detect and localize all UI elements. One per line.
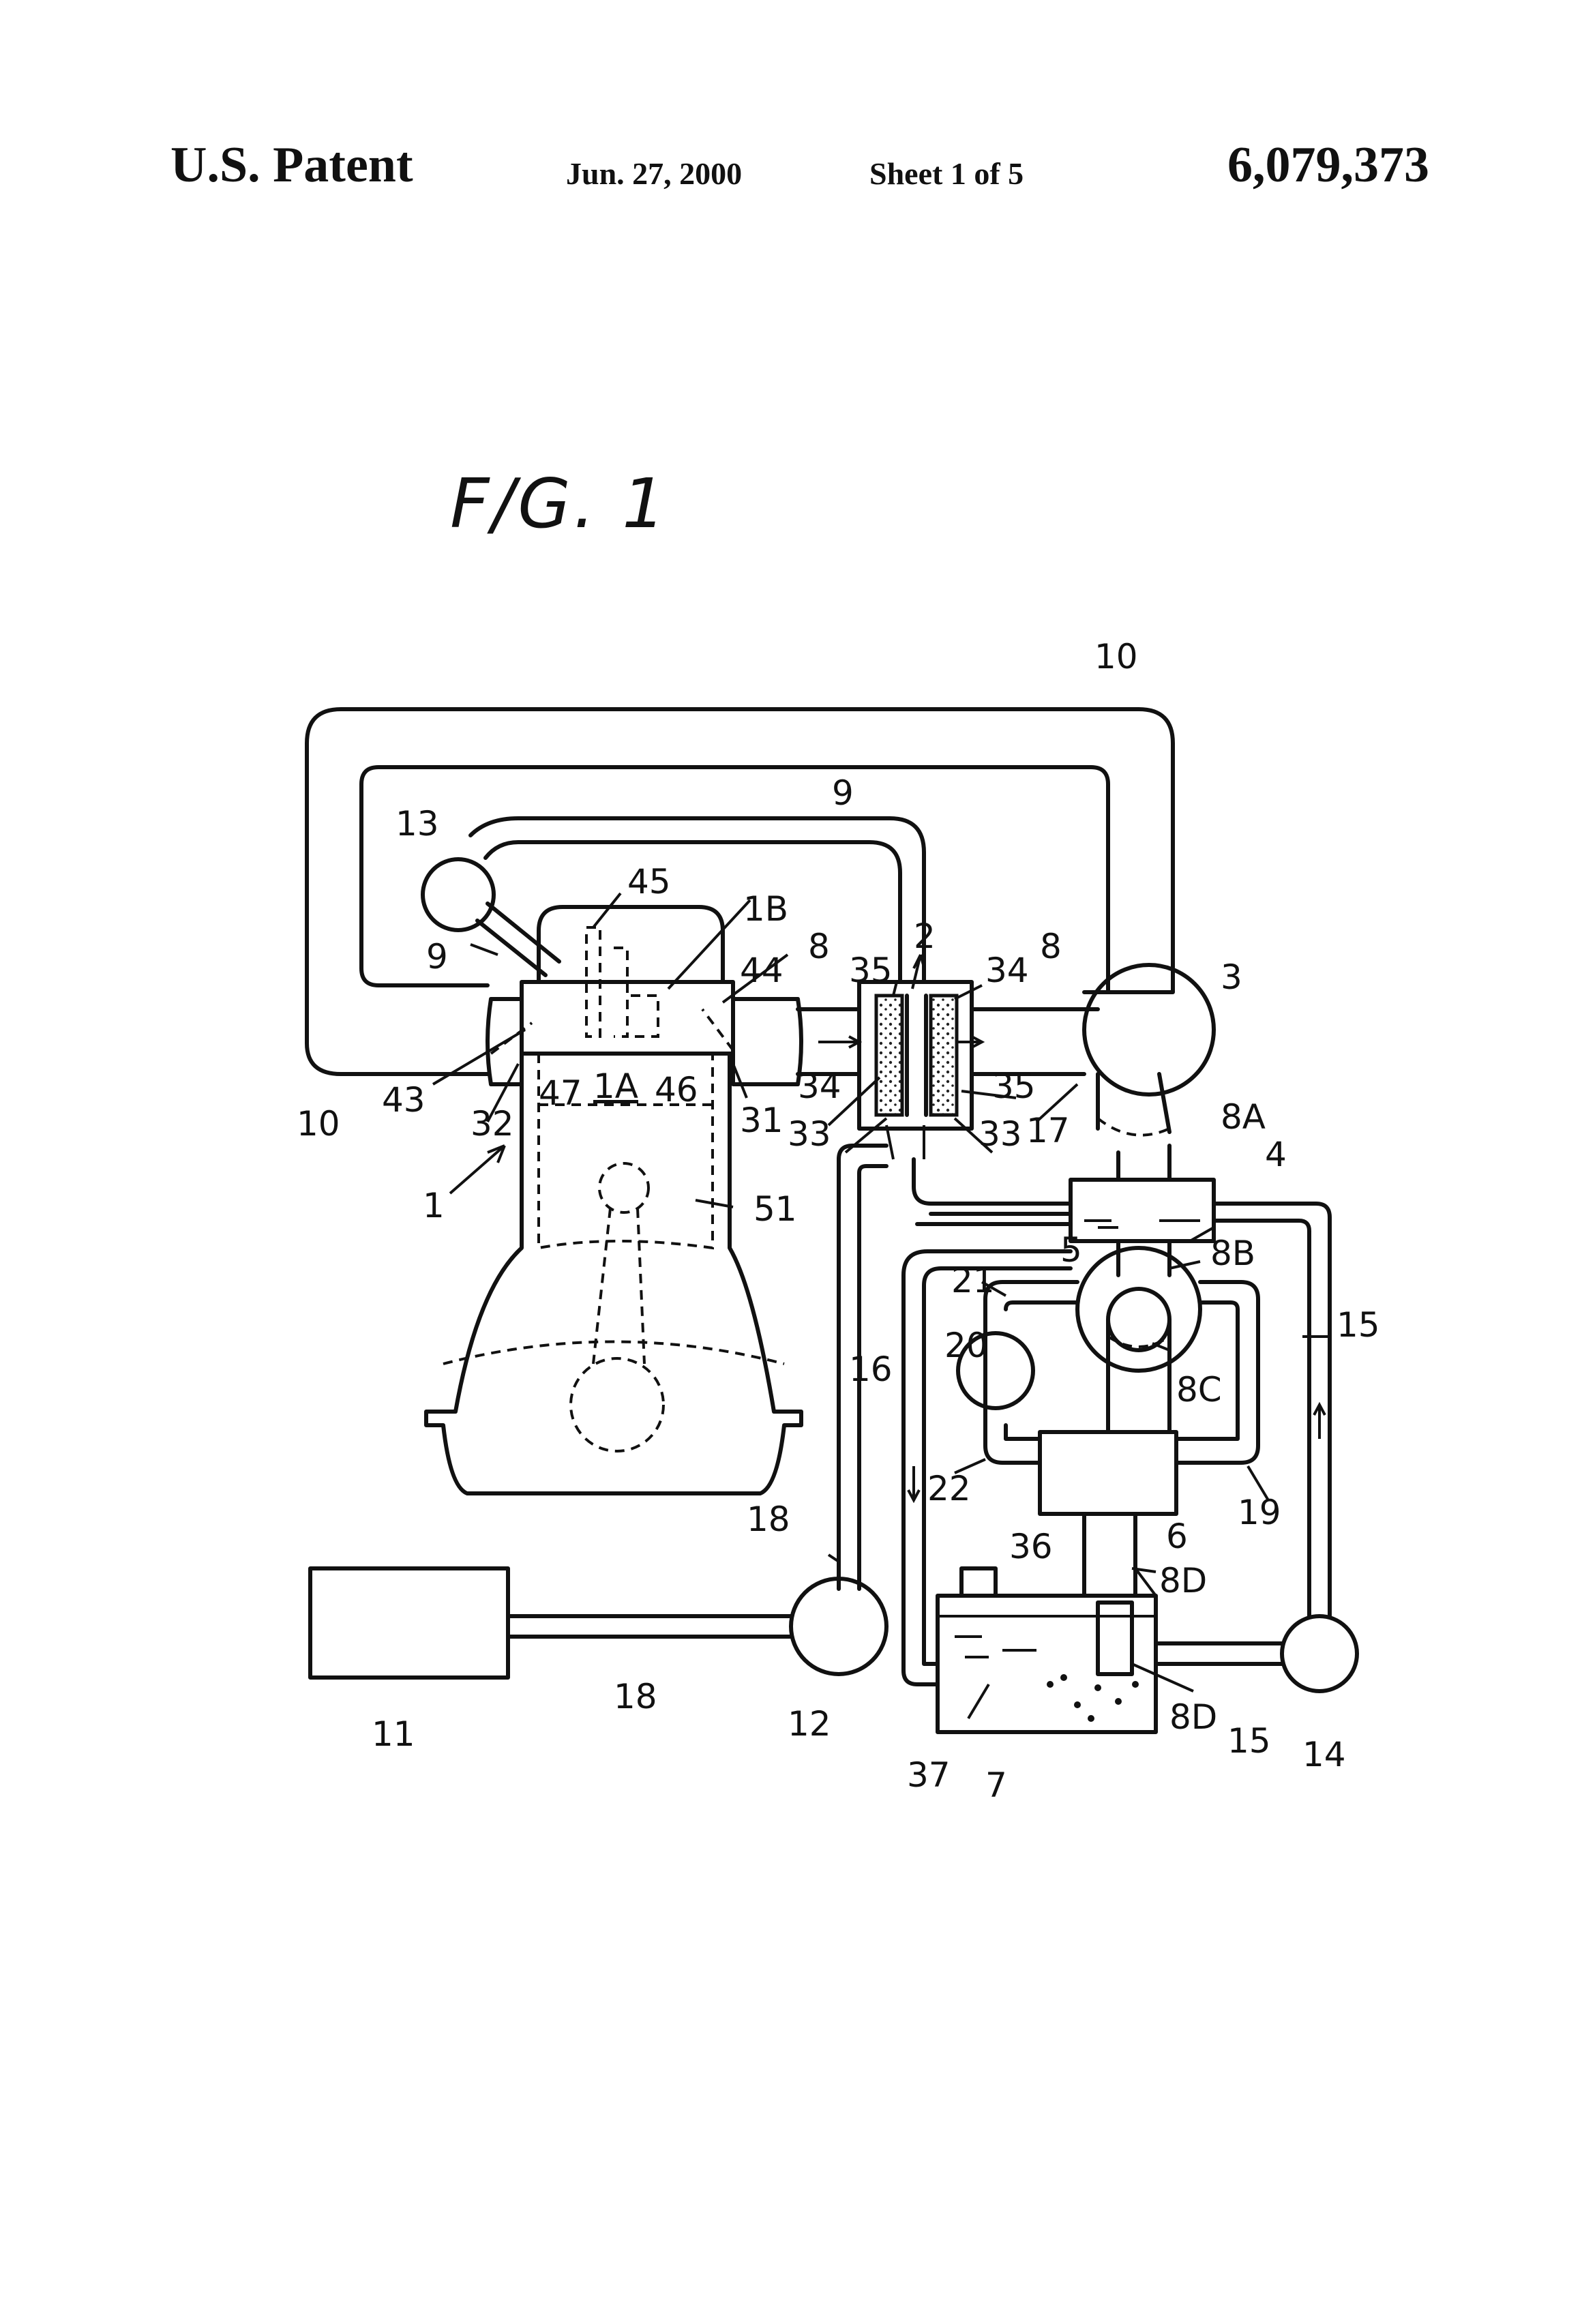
label-18-vertical: 18 [747, 1500, 790, 1539]
label-2: 2 [914, 917, 936, 956]
label-9-top: 9 [832, 773, 854, 813]
pump-12 [791, 1579, 886, 1674]
pipe-10 [307, 709, 1173, 1074]
label-13: 13 [395, 804, 439, 844]
label-11: 11 [372, 1714, 415, 1754]
label-4: 4 [1265, 1135, 1287, 1174]
label-20: 20 [944, 1326, 988, 1365]
label-8B: 8B [1210, 1234, 1255, 1273]
label-14: 14 [1302, 1735, 1346, 1774]
label-34-top: 34 [985, 951, 1029, 990]
label-35-right: 35 [992, 1067, 1036, 1106]
label-17: 17 [1026, 1111, 1070, 1150]
label-12: 12 [788, 1704, 831, 1744]
label-1A: 1A [593, 1067, 638, 1106]
component-36 [961, 1568, 996, 1596]
label-6: 6 [1166, 1517, 1188, 1556]
label-8A: 8A [1221, 1097, 1266, 1137]
label-35-top: 35 [849, 951, 893, 990]
label-51: 51 [753, 1189, 797, 1229]
tank-11 [310, 1568, 508, 1678]
label-8C: 8C [1176, 1370, 1222, 1410]
label-1B: 1B [743, 889, 788, 929]
component-13 [423, 859, 494, 930]
label-22: 22 [927, 1469, 971, 1508]
label-19: 19 [1238, 1493, 1281, 1532]
label-33-left: 33 [788, 1114, 831, 1154]
label-16: 16 [849, 1350, 893, 1389]
pump-14 [1282, 1616, 1357, 1691]
label-37: 37 [907, 1755, 951, 1795]
label-8D-lower: 8D [1169, 1697, 1217, 1737]
label-8D-upper: 8D [1159, 1561, 1207, 1600]
label-45: 45 [627, 862, 671, 902]
component-4 [1071, 1180, 1214, 1241]
label-5: 5 [1060, 1230, 1082, 1270]
label-33-right: 33 [979, 1114, 1022, 1154]
label-21: 21 [951, 1261, 995, 1300]
label-36: 36 [1009, 1527, 1053, 1566]
label-32: 32 [471, 1104, 514, 1144]
label-43: 43 [382, 1080, 426, 1120]
engine-1 [426, 907, 801, 1493]
label-15-right: 15 [1337, 1305, 1380, 1345]
tank-7 [938, 1568, 1156, 1732]
label-3: 3 [1221, 957, 1242, 997]
label-47: 47 [539, 1073, 582, 1113]
component-6 [1040, 1432, 1176, 1514]
label-18-horizontal: 18 [614, 1677, 657, 1716]
label-8-right: 8 [1040, 927, 1062, 966]
label-15-bottom: 15 [1227, 1721, 1271, 1761]
label-10-top: 10 [1094, 637, 1138, 676]
label-9-left: 9 [426, 937, 448, 977]
label-34-left: 34 [798, 1067, 841, 1106]
label-7: 7 [985, 1766, 1007, 1805]
label-1: 1 [423, 1186, 445, 1225]
label-44: 44 [740, 951, 783, 990]
label-10-left: 10 [297, 1104, 340, 1144]
label-8-left: 8 [808, 927, 830, 966]
label-31: 31 [740, 1101, 783, 1140]
label-46: 46 [655, 1070, 698, 1109]
